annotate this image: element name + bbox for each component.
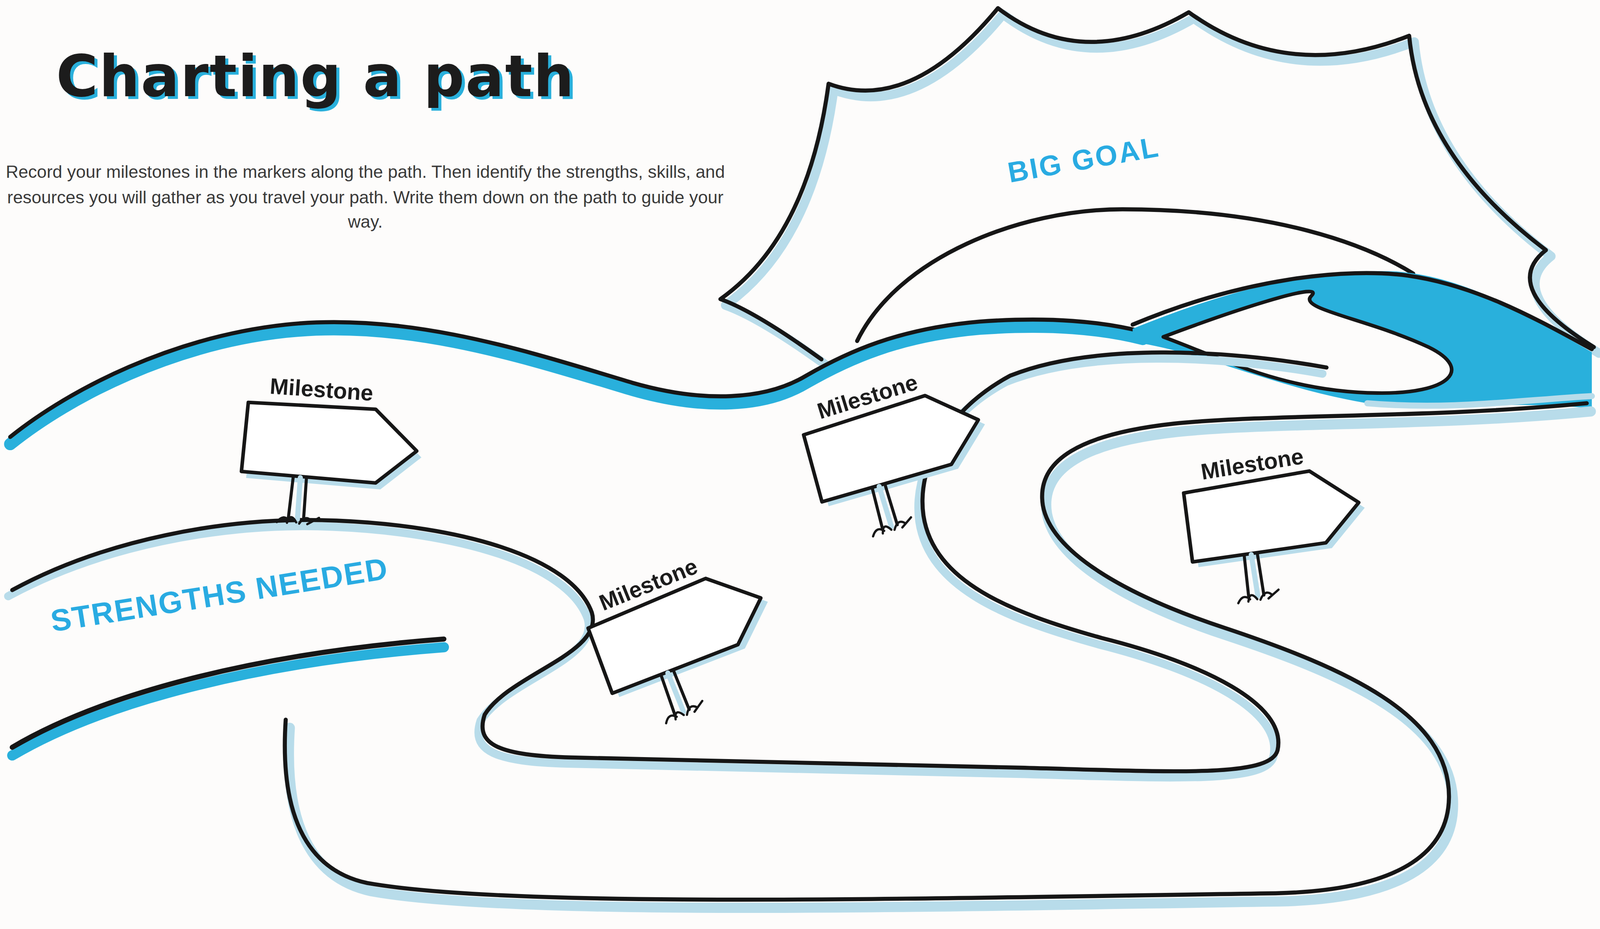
grass-tuft: [1237, 589, 1280, 604]
sun-shade: [725, 14, 1600, 366]
instruction-text: Record your milestones in the markers al…: [0, 159, 731, 235]
sun-rays: [720, 8, 1595, 360]
sign-post: [659, 670, 690, 716]
sun-fill: [720, 8, 1595, 370]
strengths-label: STRENGTHS NEEDED: [48, 550, 391, 640]
milestone-sign: Milestone: [792, 353, 1009, 553]
path-band-outline: [0, 306, 1600, 929]
road-edge-shade: [288, 411, 1591, 908]
road-edge-shade: [12, 647, 444, 756]
sign-post: [1242, 553, 1264, 598]
milestone-sign: Milestone: [1176, 435, 1378, 615]
sign-board: [241, 400, 420, 486]
sign-post: [870, 484, 898, 530]
grass-tuft: [870, 517, 913, 537]
milestone-sign: Milestone: [574, 533, 798, 743]
milestone-sign: Milestone: [237, 371, 427, 537]
sign-post: [288, 476, 307, 520]
goal-hill: [857, 209, 1414, 342]
road-edge: [12, 352, 1327, 772]
milestone-label: Milestone: [268, 373, 375, 407]
page-title: Charting a path: [56, 42, 575, 110]
sign-post-shade: [297, 477, 301, 520]
road-curl: [1163, 291, 1452, 394]
road-edge: [12, 638, 444, 748]
road-edge: [284, 403, 1587, 900]
path-band: STRENGTHS NEEDED: [0, 306, 1600, 929]
road-edge-shade: [8, 358, 1323, 778]
sign-post-shade: [1251, 554, 1258, 596]
grass-tuft: [663, 700, 706, 724]
